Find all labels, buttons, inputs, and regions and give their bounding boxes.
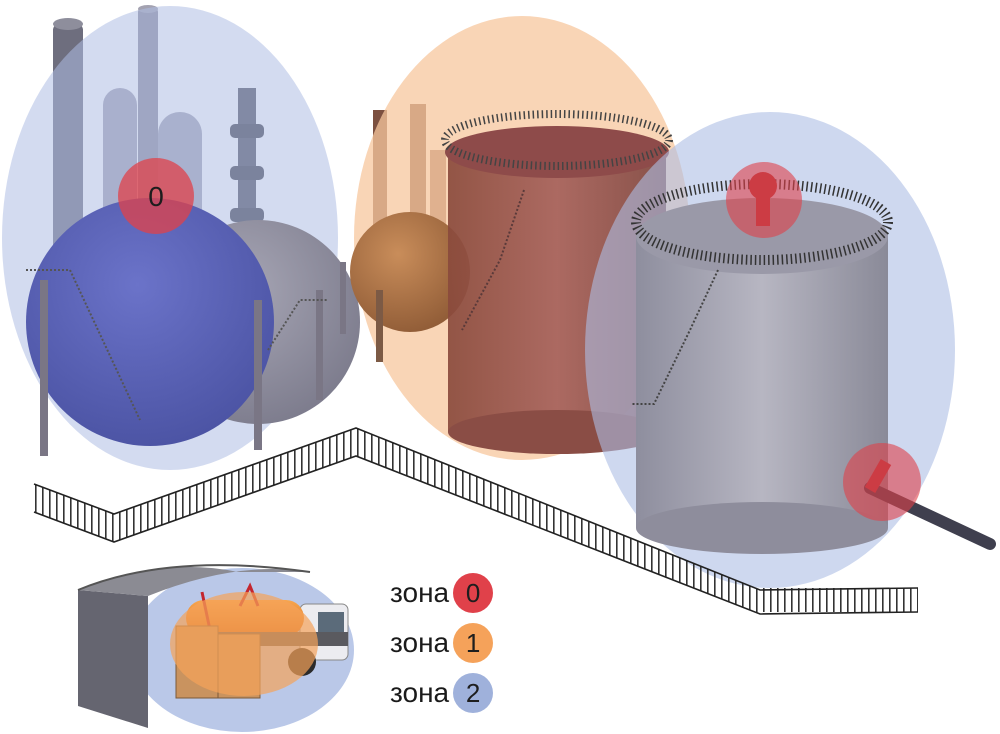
tank-supports-left [40,262,346,456]
zone1-area-truck [170,592,318,696]
stair-middle [461,189,525,331]
fence [33,427,919,615]
stair-left [26,269,141,421]
loading-station [77,564,354,732]
legend-item-zone2: зона 2 [390,670,494,716]
canopy [77,564,311,728]
legend-item-zone0: зона 0 [390,570,494,616]
legend-item-zone1: зона 1 [390,620,494,666]
stair-right [632,269,719,405]
zone0-marker-pipe [843,443,921,521]
legend-zone-word: зона [390,677,450,708]
legend-zone-word: зона [390,627,450,658]
legend-zone-word: зона [390,577,450,608]
spherical-tank-blue [26,198,274,446]
legend-zone1-badge: 1 [453,623,494,663]
left-installation: 0 [2,5,360,470]
right-installation [585,112,996,588]
zone0-marker-label: 0 [148,181,164,212]
zone0-marker-valve [726,162,802,238]
legend-zone0-badge: 0 [453,573,494,613]
legend-zone2-badge: 2 [453,673,494,713]
zone0-marker-column [118,158,194,234]
